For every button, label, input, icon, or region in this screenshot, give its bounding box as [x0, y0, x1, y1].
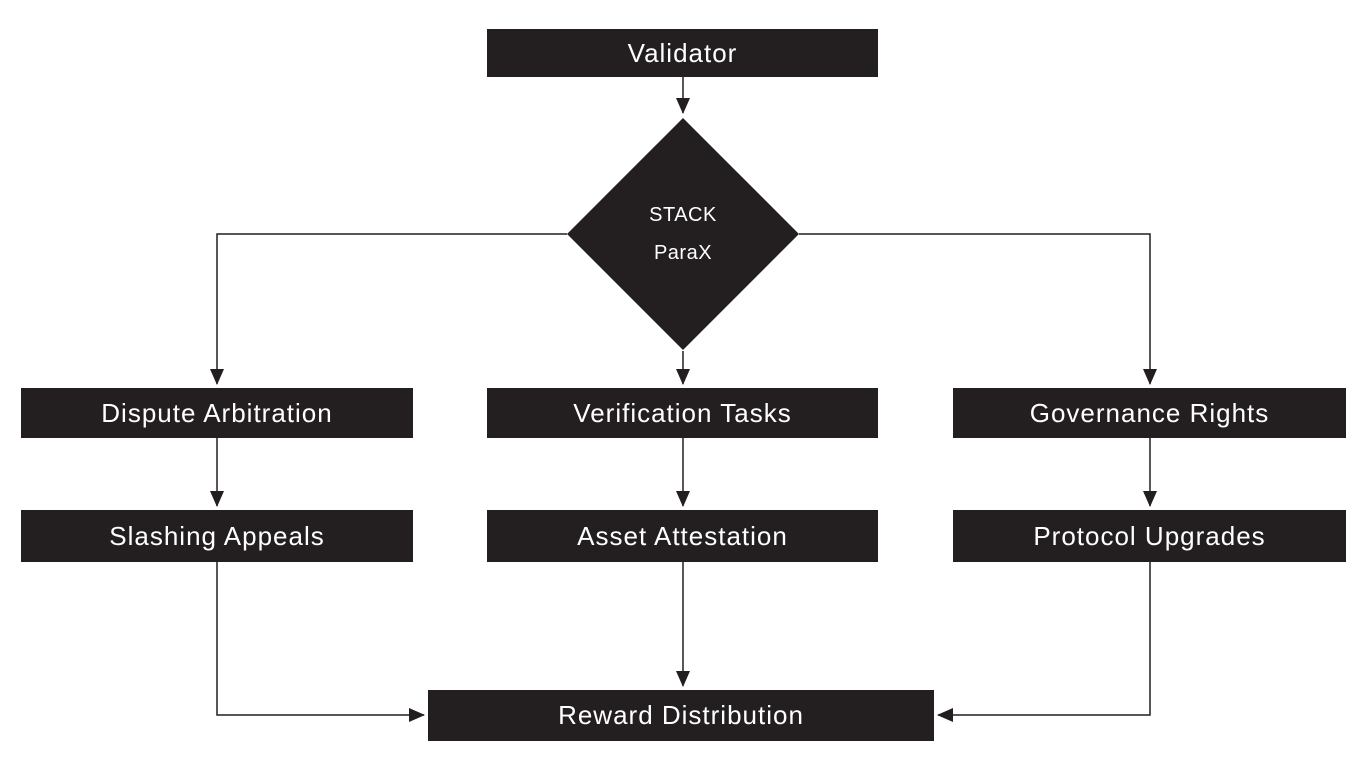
node-dispute-arbitration: Dispute Arbitration: [21, 388, 413, 438]
node-decision-stack-parax: STACK ParaX: [567, 118, 799, 350]
decision-label: STACK ParaX: [541, 152, 825, 316]
node-governance-rights: Governance Rights: [953, 388, 1346, 438]
node-slashing-appeals: Slashing Appeals: [21, 510, 413, 562]
connector-decision-governance: [799, 233, 1157, 385]
connector-slashing-reward: [216, 562, 425, 722]
node-reward-distribution: Reward Distribution: [428, 690, 934, 741]
connector-decision-dispute: [210, 233, 567, 385]
node-protocol-upgrades: Protocol Upgrades: [953, 510, 1346, 562]
node-validator: Validator: [487, 29, 878, 77]
connector-upgrades-reward: [937, 562, 1151, 722]
node-verification-tasks: Verification Tasks: [487, 388, 878, 438]
node-asset-attestation: Asset Attestation: [487, 510, 878, 562]
decision-label-line2: ParaX: [653, 242, 713, 264]
decision-label-line1: STACK: [649, 204, 717, 226]
